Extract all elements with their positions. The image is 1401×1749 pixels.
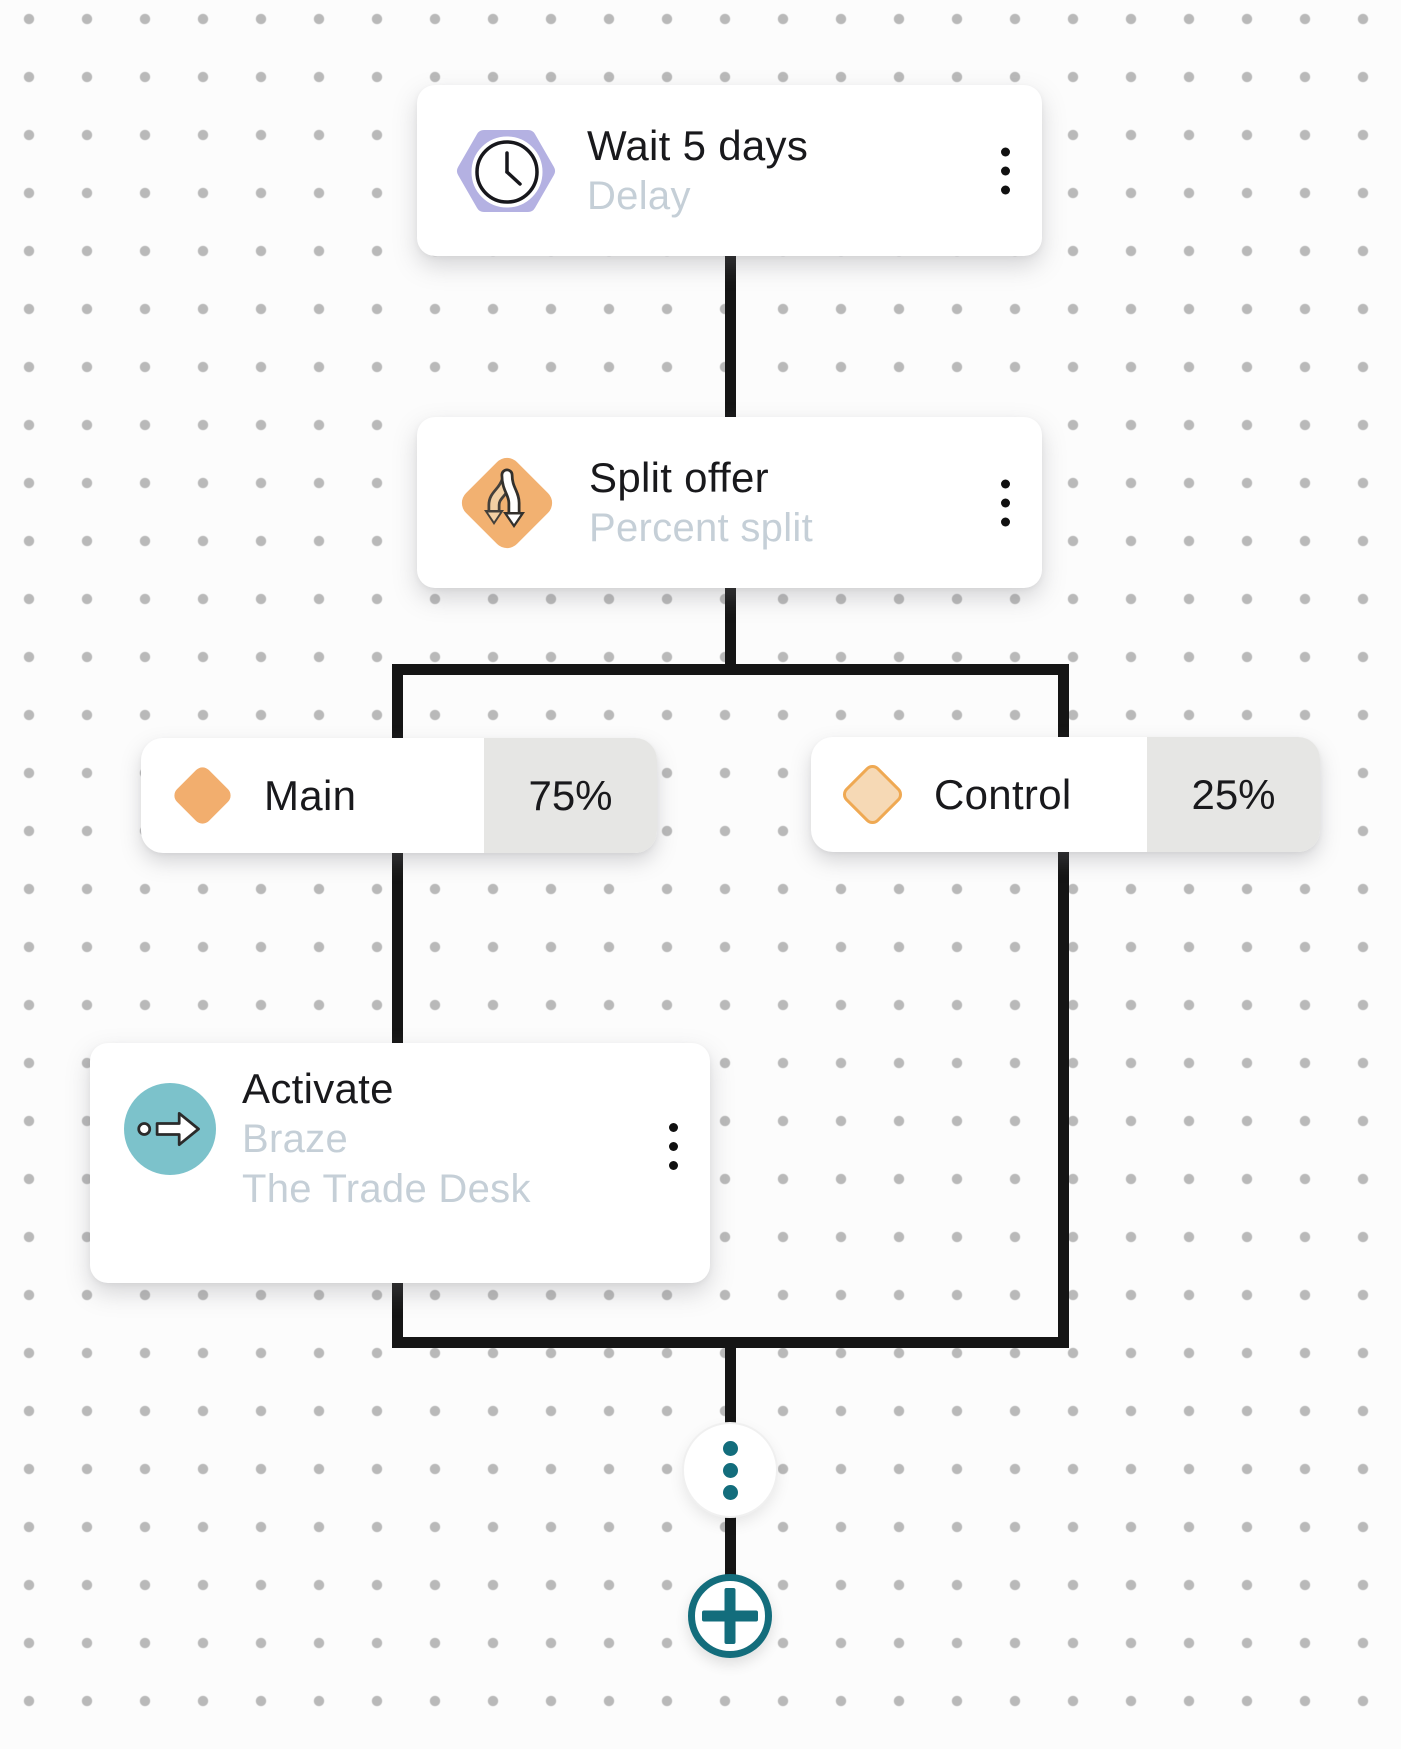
node-activate[interactable]: Activate Braze The Trade Desk (90, 1043, 710, 1283)
diamond-icon (839, 761, 906, 828)
kebab-icon (669, 1123, 678, 1132)
split-arrows-icon (451, 447, 563, 559)
node-subtitle: Delay (587, 174, 691, 219)
branch-right-connector (1058, 664, 1069, 1348)
node-menu-button[interactable] (991, 471, 1020, 534)
branch-percent: 25% (1147, 737, 1320, 852)
node-title: Split offer (589, 454, 769, 502)
node-subtitle: Braze (242, 1117, 348, 1162)
branch-badge-main[interactable]: Main 75% (141, 738, 657, 853)
add-step-button[interactable] (688, 1574, 772, 1658)
node-menu-button[interactable] (991, 139, 1020, 202)
node-title: Activate (242, 1065, 394, 1112)
kebab-icon (1001, 147, 1010, 156)
node-title: Wait 5 days (587, 122, 809, 170)
branch-left-connector (392, 664, 403, 1348)
node-subtitle: The Trade Desk (242, 1166, 531, 1211)
arrow-right-icon (124, 1083, 216, 1175)
branch-label: Main (264, 771, 357, 819)
kebab-icon (1001, 479, 1010, 488)
node-menu-button[interactable] (659, 1115, 688, 1178)
clock-icon (451, 121, 561, 221)
branch-percent: 75% (484, 738, 657, 853)
node-split[interactable]: Split offer Percent split (417, 417, 1042, 588)
connector-split-branch (725, 580, 736, 675)
connector-wait-split (725, 240, 736, 422)
vertical-dots-icon (722, 1440, 738, 1456)
node-subtitle: Percent split (589, 506, 813, 551)
node-wait[interactable]: Wait 5 days Delay (417, 85, 1042, 256)
branch-label: Control (934, 770, 1072, 818)
diamond-icon (170, 763, 235, 828)
branch-badge-control[interactable]: Control 25% (811, 737, 1320, 852)
collapsed-steps-button[interactable] (684, 1424, 776, 1516)
branch-top-connector (392, 664, 1069, 675)
